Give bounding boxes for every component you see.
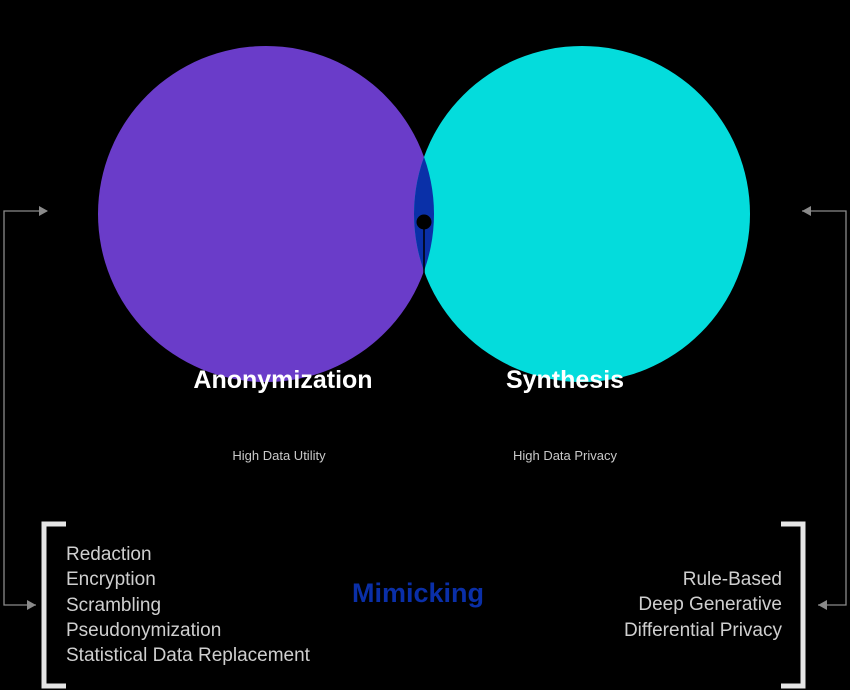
right-connector xyxy=(802,210,847,606)
left-bottom-arrow-icon xyxy=(27,600,36,610)
synthesis-circle xyxy=(414,46,750,382)
synthesis-methods-list: Rule-Based Deep Generative Differential … xyxy=(624,567,782,643)
anonymization-label: Anonymization xyxy=(193,366,372,394)
list-item: Encryption xyxy=(66,569,156,591)
right-bottom-arrow-icon xyxy=(818,600,827,610)
right-top-arrow-icon xyxy=(802,206,811,216)
list-item: Deep Generative xyxy=(638,594,782,616)
center-dot xyxy=(416,214,432,230)
synthesis-label: Synthesis xyxy=(506,366,624,394)
left-connector xyxy=(3,210,47,606)
left-bracket xyxy=(41,521,66,689)
list-item: Redaction xyxy=(66,544,152,565)
list-item: Differential Privacy xyxy=(623,619,782,641)
mimicking-label: Mimicking xyxy=(352,578,485,608)
left-top-arrow-icon xyxy=(39,206,48,216)
list-item: Rule-Based xyxy=(682,569,782,590)
anonymization-methods-list: Redaction Encryption Scrambling Pseudony… xyxy=(66,542,310,668)
high-data-utility-caption: High Data Utility xyxy=(232,448,326,463)
list-item: Scrambling xyxy=(66,594,162,616)
right-bracket xyxy=(781,521,806,689)
anonymization-circle xyxy=(98,46,434,382)
list-item: Statistical Data Replacement xyxy=(66,645,310,667)
high-data-privacy-caption: High Data Privacy xyxy=(513,448,618,463)
list-item: Pseudonymization xyxy=(66,619,222,641)
